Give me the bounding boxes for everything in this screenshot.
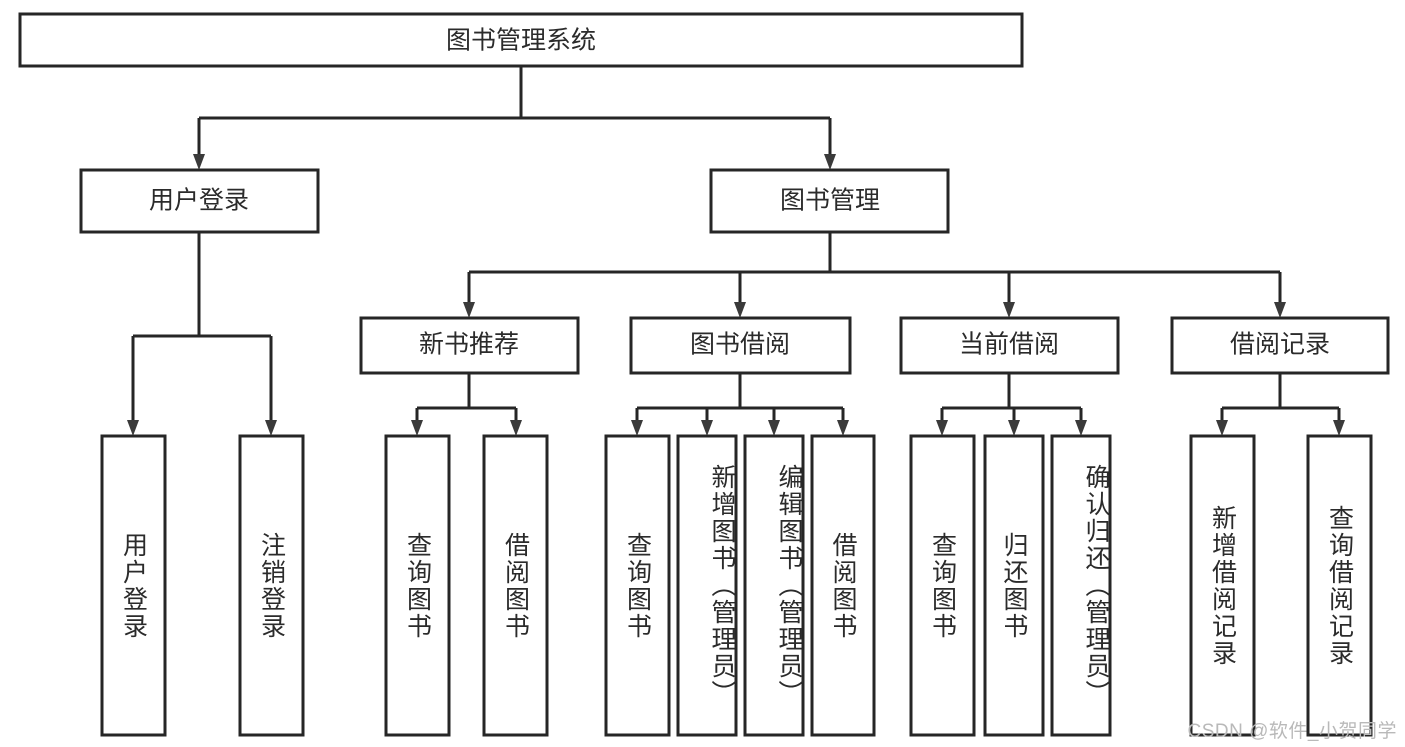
arrowhead-leaf-edit-book <box>768 420 780 436</box>
arrowhead-leaf-query-book-1 <box>411 420 423 436</box>
node-current-borrow[interactable]: 当前借阅 <box>899 316 1120 375</box>
leaf-return-book-box[interactable] <box>983 434 1045 737</box>
arrowhead-leaf-return-book <box>1008 420 1020 436</box>
leaf-edit-book-box[interactable] <box>743 434 805 737</box>
arrowhead-leaf-query-book-2 <box>631 420 643 436</box>
leaf-return-book-label: 归还图书 <box>1000 531 1028 640</box>
node-root-box <box>18 12 1024 68</box>
node-current-borrow-box <box>899 316 1120 375</box>
node-root[interactable]: 图书管理系统 <box>18 12 1024 68</box>
leaf-user-logout-box[interactable] <box>238 434 305 737</box>
leaf-add-book-box[interactable] <box>676 434 738 737</box>
leaf-query-book-3-label: 查询图书 <box>928 531 957 640</box>
connector-current-borrow-to-leaves <box>936 373 1087 436</box>
connector-book-borrow-to-leaves <box>631 373 849 436</box>
node-new-book-recommend-label: 新书推荐 <box>419 331 519 359</box>
watermark-text: CSDN @软件_小贺同学 <box>1187 721 1397 742</box>
connector-user-login-to-leaves <box>127 232 277 436</box>
connector-new-book-recommend-to-leaves <box>411 373 522 436</box>
leaf-add-record-box[interactable] <box>1189 434 1256 737</box>
arrowhead-leaf-query-book-3 <box>936 420 948 436</box>
arrowhead-book-borrow <box>734 302 746 318</box>
leaf-add-book-label: 新增图书（管理员） <box>708 464 736 707</box>
arrowhead-leaf-query-record <box>1333 420 1345 436</box>
node-book-manage-label: 图书管理 <box>780 187 880 215</box>
arrowhead-leaf-add-book <box>701 420 713 436</box>
leaf-query-book-3-box[interactable] <box>909 434 976 737</box>
leaf-query-book-1-box[interactable] <box>384 434 451 737</box>
node-book-manage[interactable]: 图书管理 <box>709 168 950 234</box>
arrowhead-new-book-recommend <box>463 302 475 318</box>
leaf-query-book-1-label: 查询图书 <box>403 531 432 640</box>
arrowhead-leaf-confirm-return <box>1075 420 1087 436</box>
connector-borrow-record-to-leaves <box>1216 373 1345 436</box>
arrowhead-borrow-record <box>1274 302 1286 318</box>
node-new-book-recommend-box <box>359 316 580 375</box>
leaf-borrow-book-2-label: 借阅图书 <box>829 531 857 640</box>
node-borrow-record-label: 借阅记录 <box>1230 331 1330 359</box>
connector-book-manage-to-level3 <box>463 232 1286 318</box>
leaf-borrow-book-1-label: 借阅图书 <box>501 531 530 640</box>
connector-root-to-level2 <box>193 66 836 170</box>
leaf-user-logout-label: 注销登录 <box>257 531 286 640</box>
leaf-query-record-box[interactable] <box>1306 434 1373 737</box>
arrowhead-leaf-user-logout <box>265 420 277 436</box>
node-user-login-label: 用户登录 <box>149 187 249 215</box>
arrowhead-current-borrow <box>1003 302 1015 318</box>
leaf-query-book-2-box[interactable] <box>604 434 671 737</box>
leaf-user-login-box[interactable] <box>100 434 167 737</box>
leaf-query-record-label: 查询借阅记录 <box>1325 504 1354 667</box>
node-book-borrow[interactable]: 图书借阅 <box>629 316 852 375</box>
leaf-borrow-book-2-box[interactable] <box>810 434 876 737</box>
arrowhead-leaf-add-record <box>1216 420 1228 436</box>
arrowhead-leaf-borrow-book-1 <box>510 420 522 436</box>
leaf-user-login-label: 用户登录 <box>119 531 148 640</box>
leaf-confirm-return-box[interactable] <box>1050 434 1112 737</box>
leaf-boxes <box>100 434 1373 737</box>
leaf-add-record-label: 新增借阅记录 <box>1208 504 1237 667</box>
node-borrow-record[interactable]: 借阅记录 <box>1170 316 1390 375</box>
arrowhead-book-manage <box>824 154 836 170</box>
node-current-borrow-label: 当前借阅 <box>959 331 1059 359</box>
node-user-login[interactable]: 用户登录 <box>79 168 320 234</box>
node-book-borrow-label: 图书借阅 <box>690 331 790 359</box>
leaf-query-book-2-label: 查询图书 <box>623 531 652 640</box>
leaf-borrow-book-1-box[interactable] <box>482 434 549 737</box>
node-new-book-recommend[interactable]: 新书推荐 <box>359 316 580 375</box>
leaf-edit-book-label: 编辑图书（管理员） <box>775 464 803 707</box>
arrowhead-leaf-user-login <box>127 420 139 436</box>
arrowhead-leaf-borrow-book-2 <box>837 420 849 436</box>
leaf-confirm-return-label: 确认归还（管理员） <box>1082 464 1110 707</box>
node-root-label: 图书管理系统 <box>446 27 596 55</box>
arrowhead-user-login <box>193 154 205 170</box>
